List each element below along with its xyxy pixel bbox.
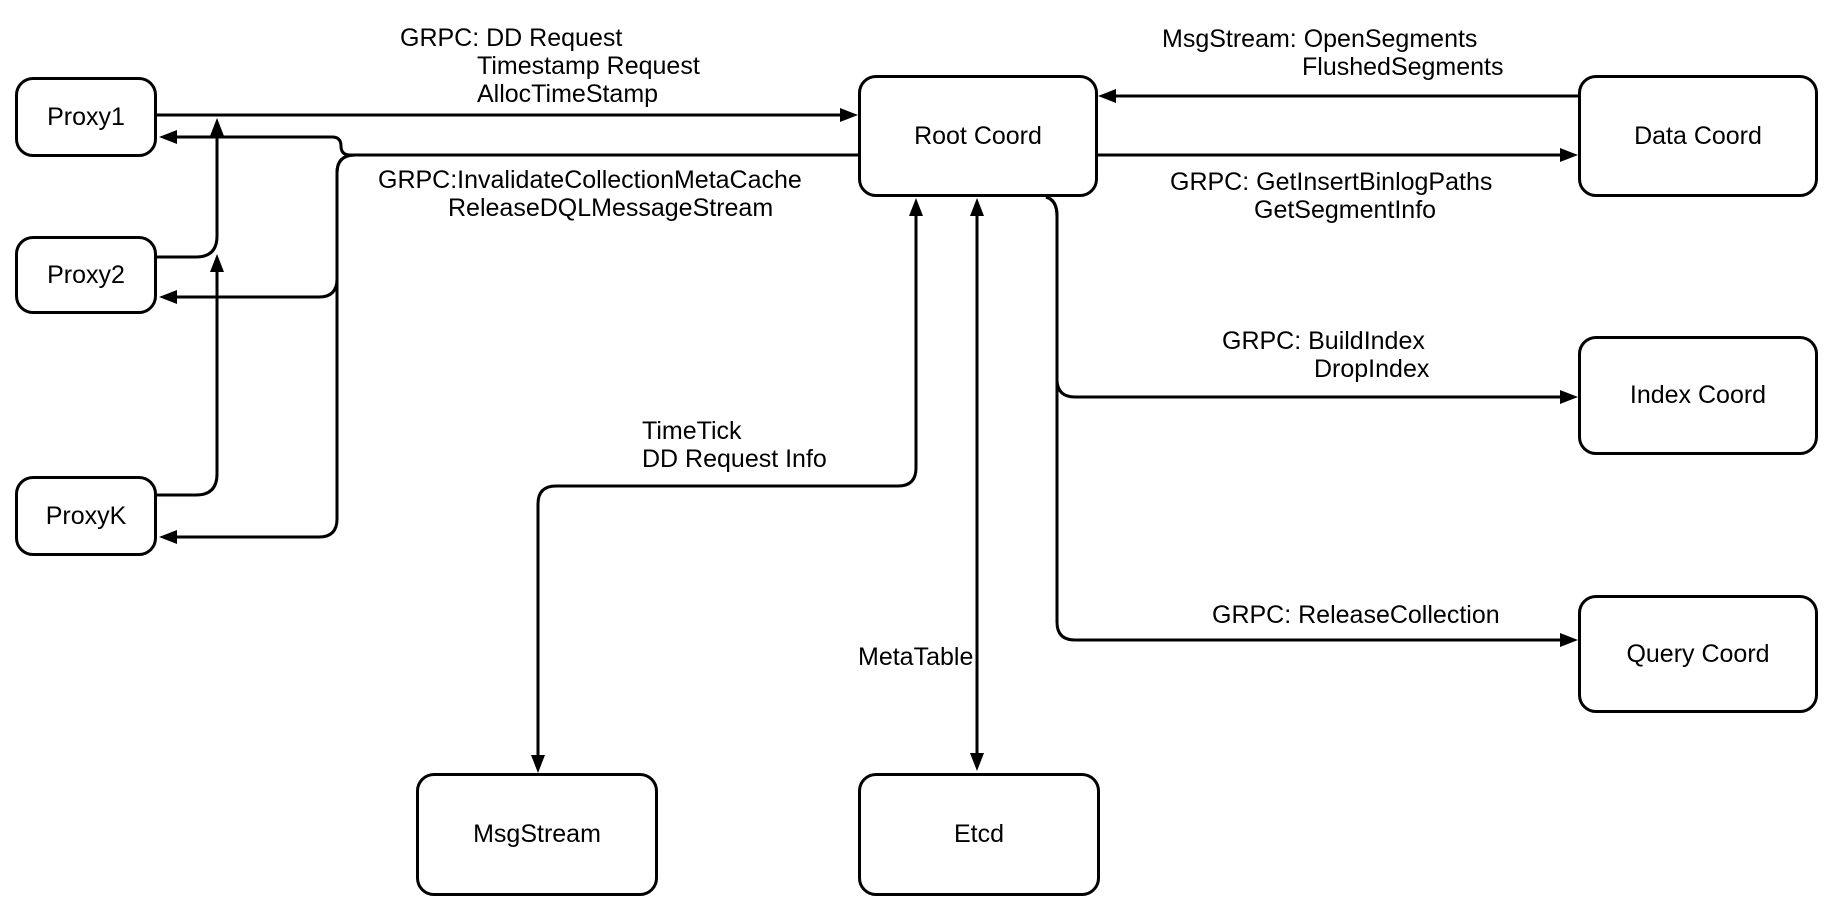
node-data-coord-label: Data Coord <box>1634 121 1762 150</box>
node-index-coord-label: Index Coord <box>1629 381 1767 409</box>
edge-rootcoord-to-proxy1 <box>177 135 858 157</box>
arrowheads <box>159 89 1578 773</box>
edge-label-line: ReleaseDQLMessageStream <box>448 194 774 222</box>
edge-label-line: DropIndex <box>1314 355 1430 383</box>
arrowhead-into-rootcoord-left <box>840 108 858 122</box>
node-proxyk-label: ProxyK <box>45 501 127 530</box>
arrowhead-into-indexcoord <box>1560 390 1578 404</box>
edge-label-line: FlushedSegments <box>1302 53 1504 81</box>
node-proxyk: ProxyK <box>15 476 157 556</box>
edge-label-line: GRPC: BuildIndex <box>1222 327 1425 355</box>
arrowhead-merge-mid <box>210 254 224 272</box>
edge-label-datacoord-to-rootcoord: MsgStream: OpenSegments FlushedSegments <box>1162 25 1504 81</box>
edge-rootcoord-to-querycoord <box>1045 195 1560 642</box>
node-index-coord: Index Coord <box>1578 336 1818 455</box>
arrowhead-into-proxyk <box>159 530 177 544</box>
arrowhead-into-msgstream <box>531 755 545 773</box>
node-root-coord-label: Root Coord <box>914 121 1042 150</box>
edge-rootcoord-to-proxyk <box>177 153 858 539</box>
arrowhead-into-proxy1 <box>159 130 177 144</box>
node-proxy2-label: Proxy2 <box>47 260 125 289</box>
node-msgstream: MsgStream <box>416 773 658 896</box>
arrowhead-into-proxy2 <box>159 290 177 304</box>
arrowhead-into-datacoord <box>1560 148 1578 162</box>
arrowhead-merge-top <box>210 118 224 136</box>
edge-label-proxy-to-rootcoord: GRPC: DD Request Timestamp Request Alloc… <box>400 24 700 108</box>
edge-proxy2-merge <box>157 136 219 259</box>
edge-label-line: GRPC: ReleaseCollection <box>1212 601 1500 629</box>
arrowhead-into-rootcoord-bottom-left <box>909 198 923 216</box>
edge-label-rootcoord-to-indexcoord: GRPC: BuildIndex DropIndex <box>1222 327 1429 383</box>
node-query-coord: Query Coord <box>1578 595 1818 713</box>
edge-label-line: GRPC:InvalidateCollectionMetaCache <box>378 166 802 194</box>
edge-label-line: GetSegmentInfo <box>1254 196 1437 224</box>
arrowhead-into-querycoord <box>1560 633 1578 647</box>
node-proxy1-label: Proxy1 <box>47 102 125 131</box>
edge-label-line: GRPC: GetInsertBinlogPaths <box>1170 168 1493 196</box>
edge-label-rootcoord-to-datacoord: GRPC: GetInsertBinlogPaths GetSegmentInf… <box>1170 168 1492 224</box>
arrowhead-into-etcd <box>970 753 984 771</box>
node-query-coord-label: Query Coord <box>1626 639 1770 668</box>
edge-label-line: TimeTick <box>642 417 742 445</box>
edge-label-line: Timestamp Request <box>477 52 700 80</box>
edge-label-line: MetaTable <box>858 643 974 671</box>
edge-label-rootcoord-to-proxies: GRPC:InvalidateCollectionMetaCache Relea… <box>378 166 802 222</box>
edge-label-line: MsgStream: OpenSegments <box>1162 25 1478 53</box>
node-msgstream-label: MsgStream <box>473 820 601 848</box>
node-root-coord: Root Coord <box>858 75 1098 197</box>
edge-label-rootcoord-etcd: MetaTable <box>858 643 973 671</box>
arrowhead-into-rootcoord-right <box>1098 89 1116 103</box>
edge-label-line: AllocTimeStamp <box>477 80 659 108</box>
edge-rootcoord-msgstream <box>536 215 918 755</box>
edge-proxyk-merge <box>157 272 219 497</box>
node-data-coord: Data Coord <box>1578 75 1818 197</box>
edge-label-rootcoord-msgstream: TimeTick DD Request Info <box>642 417 827 473</box>
edge-label-line: DD Request Info <box>642 445 827 473</box>
node-proxy1: Proxy1 <box>15 77 157 157</box>
node-etcd: Etcd <box>858 773 1100 896</box>
node-proxy2: Proxy2 <box>15 236 157 314</box>
node-etcd-label: Etcd <box>953 820 1005 848</box>
arrowhead-into-rootcoord-bottom-right <box>970 198 984 216</box>
edge-label-rootcoord-to-querycoord: GRPC: ReleaseCollection <box>1212 601 1500 629</box>
edge-label-line: GRPC: DD Request <box>400 24 623 52</box>
